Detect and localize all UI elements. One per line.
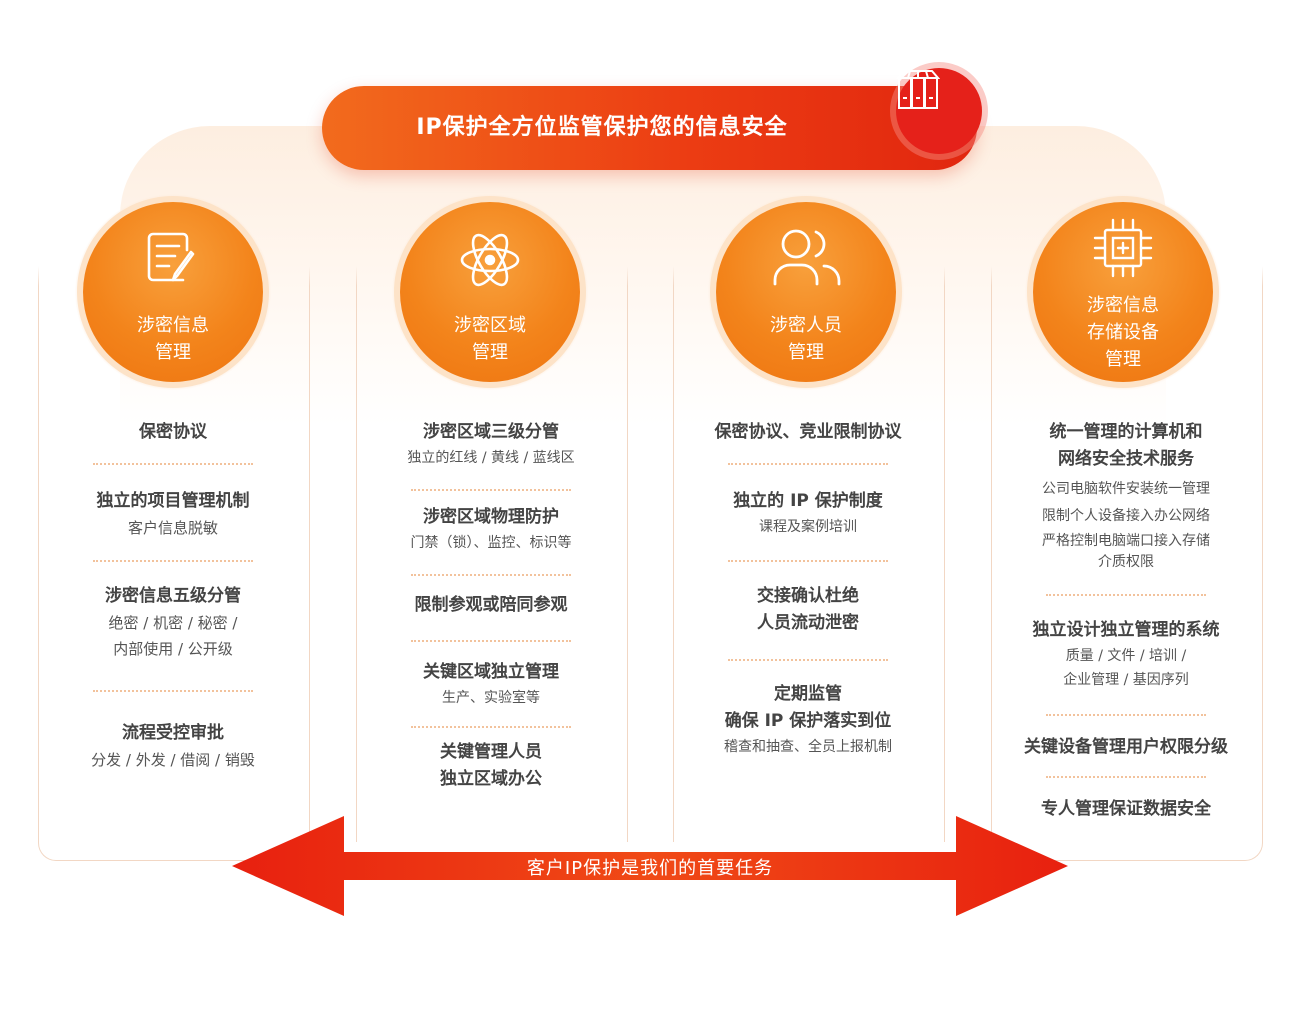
divider <box>93 463 253 465</box>
list-item: 保密协议 <box>38 419 308 446</box>
item-detail: 生产、实验室等 <box>442 690 540 706</box>
list-item: 独立设计独立管理的系统 质量 / 文件 / 培训 / 企业管理 / 基因序列 <box>991 617 1261 692</box>
item-detail: 介质权限 <box>1098 554 1154 570</box>
list-item: 涉密区域物理防护 门禁（锁）、监控、标识等 <box>356 504 626 555</box>
item-detail: 公司电脑软件安装统一管理 <box>1042 481 1210 497</box>
item-detail: 独立的红线 / 黄线 / 蓝线区 <box>407 450 575 466</box>
item-heading: 涉密区域三级分管 <box>423 422 559 442</box>
circle-title-line: 涉密信息 <box>1087 295 1159 316</box>
item-heading: 网络安全技术服务 <box>1058 449 1194 469</box>
banner-title: IP保护全方位监管保护您的信息安全 <box>416 115 788 140</box>
circle-people-management: 涉密人员 管理 <box>716 202 896 382</box>
item-heading: 专人管理保证数据安全 <box>1041 799 1211 819</box>
circle-info-management: 涉密信息 管理 <box>83 202 263 382</box>
item-heading: 限制参观或陪同参观 <box>414 595 568 615</box>
item-detail: 企业管理 / 基因序列 <box>1063 672 1189 688</box>
circle-title-line: 存储设备 <box>1087 322 1159 343</box>
item-detail: 课程及案例培训 <box>759 519 857 535</box>
divider <box>1046 776 1206 778</box>
item-heading: 独立的 IP 保护制度 <box>733 491 883 511</box>
top-banner: IP保护全方位监管保护您的信息安全 <box>322 86 977 170</box>
list-item: 关键区域独立管理 生产、实验室等 <box>356 659 626 710</box>
column-card-info <box>38 266 310 861</box>
divider <box>411 726 571 728</box>
item-heading: 保密协议、竞业限制协议 <box>714 422 902 442</box>
list-item: 独立的项目管理机制 客户信息脱敏 <box>38 488 308 541</box>
circle-title-line: 管理 <box>1105 349 1141 370</box>
item-heading: 保密协议 <box>139 422 207 442</box>
item-heading: 确保 IP 保护落实到位 <box>724 711 892 731</box>
list-item: 交接确认杜绝 人员流动泄密 <box>673 583 943 637</box>
item-heading: 人员流动泄密 <box>757 613 859 633</box>
divider <box>93 690 253 692</box>
list-item: 关键设备管理用户权限分级 <box>991 734 1261 761</box>
item-detail: 分发 / 外发 / 借阅 / 销毁 <box>91 751 255 769</box>
list-item: 限制参观或陪同参观 <box>356 592 626 619</box>
divider <box>411 640 571 642</box>
atom-icon <box>460 233 520 287</box>
item-heading: 独立区域办公 <box>440 769 542 789</box>
list-item: 关键管理人员 独立区域办公 <box>356 739 626 793</box>
list-item: 专人管理保证数据安全 <box>991 796 1261 823</box>
divider <box>93 560 253 562</box>
list-item: 保密协议、竞业限制协议 <box>673 419 943 446</box>
list-item: 独立的 IP 保护制度 课程及案例培训 <box>673 488 943 539</box>
double-arrow <box>232 816 1068 916</box>
item-detail: 内部使用 / 公开级 <box>113 640 233 658</box>
circle-title-line: 涉密区域 <box>454 315 526 336</box>
divider <box>728 560 888 562</box>
item-heading: 定期监管 <box>774 684 842 704</box>
item-heading: 涉密信息五级分管 <box>105 586 241 606</box>
item-detail: 客户信息脱敏 <box>127 519 218 537</box>
item-heading: 涉密区域物理防护 <box>423 507 559 527</box>
column-card-area <box>356 266 628 842</box>
item-detail: 严格控制电脑端口接入存储 <box>1042 533 1210 549</box>
list-item: 流程受控审批 分发 / 外发 / 借阅 / 销毁 <box>38 720 308 773</box>
list-item: 涉密区域三级分管 独立的红线 / 黄线 / 蓝线区 <box>356 419 626 470</box>
circle-title-line: 管理 <box>788 342 824 363</box>
circle-storage-management: 涉密信息 存储设备 管理 <box>1033 202 1213 382</box>
divider <box>1046 714 1206 716</box>
arrow-label: 客户IP保护是我们的首要任务 <box>526 858 774 879</box>
item-heading: 交接确认杜绝 <box>757 586 859 606</box>
item-detail: 限制个人设备接入办公网络 <box>1042 508 1210 524</box>
item-heading: 统一管理的计算机和 <box>1049 422 1203 442</box>
item-heading: 关键管理人员 <box>440 742 542 762</box>
item-detail: 门禁（锁）、监控、标识等 <box>410 535 572 551</box>
item-heading: 独立设计独立管理的系统 <box>1032 620 1220 640</box>
item-heading: 独立的项目管理机制 <box>96 491 250 511</box>
item-heading: 流程受控审批 <box>122 723 224 743</box>
divider <box>1046 594 1206 596</box>
circle-title-line: 涉密人员 <box>770 315 842 336</box>
circle-title-line: 管理 <box>155 342 191 363</box>
divider <box>411 489 571 491</box>
document-edit-icon <box>147 232 195 282</box>
divider <box>411 574 571 576</box>
list-item: 定期监管 确保 IP 保护落实到位 稽查和抽查、全员上报机制 <box>673 681 943 759</box>
banner-badge <box>895 68 982 154</box>
list-item: 统一管理的计算机和 网络安全技术服务 公司电脑软件安装统一管理 限制个人设备接入… <box>991 419 1261 573</box>
list-item: 涉密信息五级分管 绝密 / 机密 / 秘密 / 内部使用 / 公开级 <box>38 583 308 662</box>
circle-title-line: 管理 <box>472 342 508 363</box>
item-heading: 关键区域独立管理 <box>423 662 559 682</box>
circle-title-line: 涉密信息 <box>137 315 209 336</box>
divider <box>728 659 888 661</box>
item-detail: 稽查和抽查、全员上报机制 <box>724 739 892 755</box>
item-detail: 质量 / 文件 / 培训 / <box>1065 648 1187 664</box>
item-detail: 绝密 / 机密 / 秘密 / <box>108 614 238 632</box>
storage-cabinet-icon <box>895 70 941 109</box>
item-heading: 关键设备管理用户权限分级 <box>1024 737 1228 757</box>
users-icon <box>773 229 841 286</box>
column-card-people <box>673 266 945 842</box>
chip-icon <box>1093 218 1153 278</box>
column-card-storage <box>991 266 1263 861</box>
divider <box>728 463 888 465</box>
circle-area-management: 涉密区域 管理 <box>400 202 580 382</box>
